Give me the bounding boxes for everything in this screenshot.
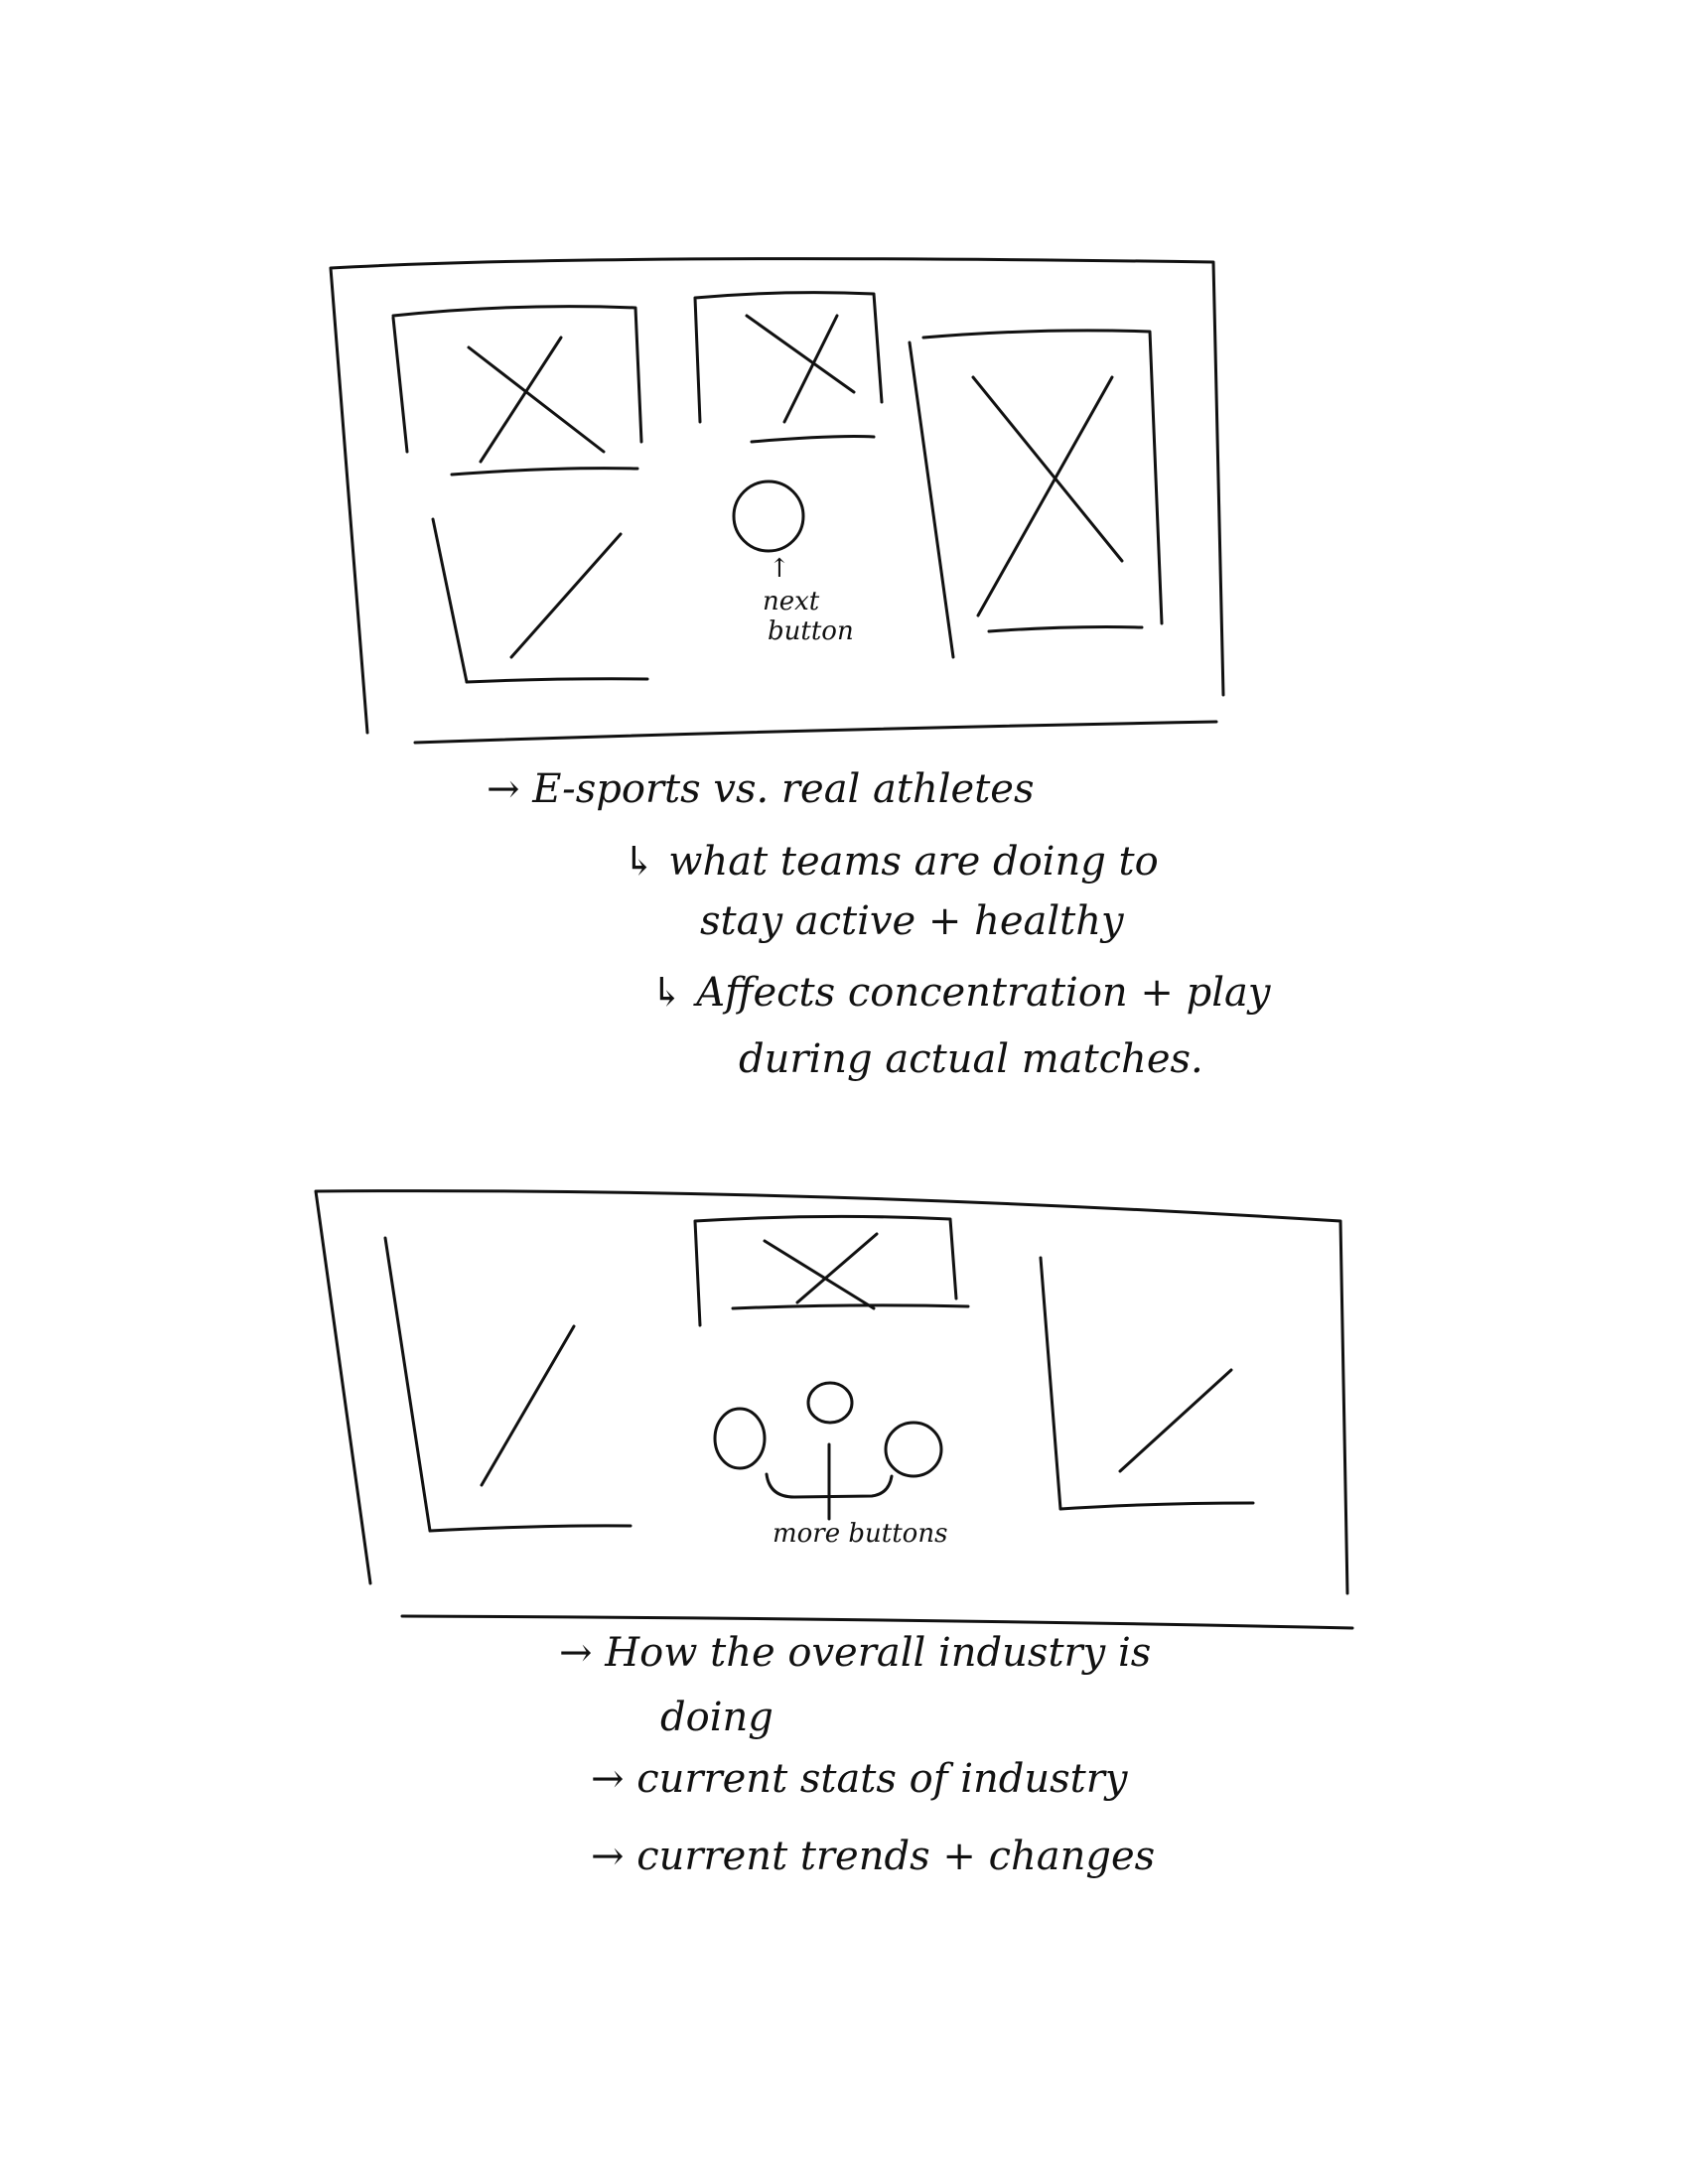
next-button-circle[interactable] (732, 479, 805, 553)
wireframe-1-frame (329, 257, 1225, 745)
image-placeholder-cross (763, 1239, 876, 1310)
note-1-line-1: → E-sports vs. real athletes (487, 766, 1035, 812)
image-placeholder-slash (1118, 1368, 1233, 1473)
wireframe-1-image-right-tall (908, 329, 1164, 659)
more-button-circle-center[interactable] (806, 1381, 854, 1425)
more-button-circle-right[interactable] (884, 1421, 943, 1478)
wireframe-2-frame (314, 1189, 1354, 1630)
more-button-circle-left[interactable] (713, 1407, 767, 1470)
note-1-line-3: stay active + healthy (700, 898, 1124, 944)
image-placeholder-cross (467, 345, 606, 454)
next-button-label-line2: button (768, 616, 854, 646)
note-2-line-2: doing (660, 1695, 774, 1740)
note-1-line-2: ↳ what teams are doing to (623, 839, 1159, 885)
wireframe-2-image-left (383, 1236, 633, 1533)
next-button-label-line1: next (763, 587, 820, 616)
note-2-line-1: → How the overall industry is (559, 1630, 1152, 1676)
image-placeholder-slash (509, 532, 623, 659)
note-2-line-4: → current trends + changes (591, 1834, 1156, 1879)
image-placeholder-cross (971, 375, 1124, 563)
note-1-line-4: ↳ Affects concentration + play (650, 970, 1271, 1016)
image-placeholder-slash (480, 1324, 576, 1487)
note-1-line-5: during actual matches. (739, 1036, 1203, 1082)
wireframe-2-image-right (1039, 1256, 1255, 1511)
image-placeholder-cross (745, 314, 856, 394)
next-button-arrow: ↑ (769, 554, 790, 584)
wireframe-2-image-top-center (693, 1214, 970, 1327)
wireframe-1-image-bottom-left (431, 517, 649, 684)
note-2-line-3: → current stats of industry (591, 1756, 1128, 1802)
more-buttons-bracket (765, 1472, 894, 1499)
wireframe-1-image-top-left (391, 305, 643, 477)
wireframe-1-image-top-center (693, 291, 884, 444)
more-buttons-label: more buttons (773, 1519, 948, 1549)
